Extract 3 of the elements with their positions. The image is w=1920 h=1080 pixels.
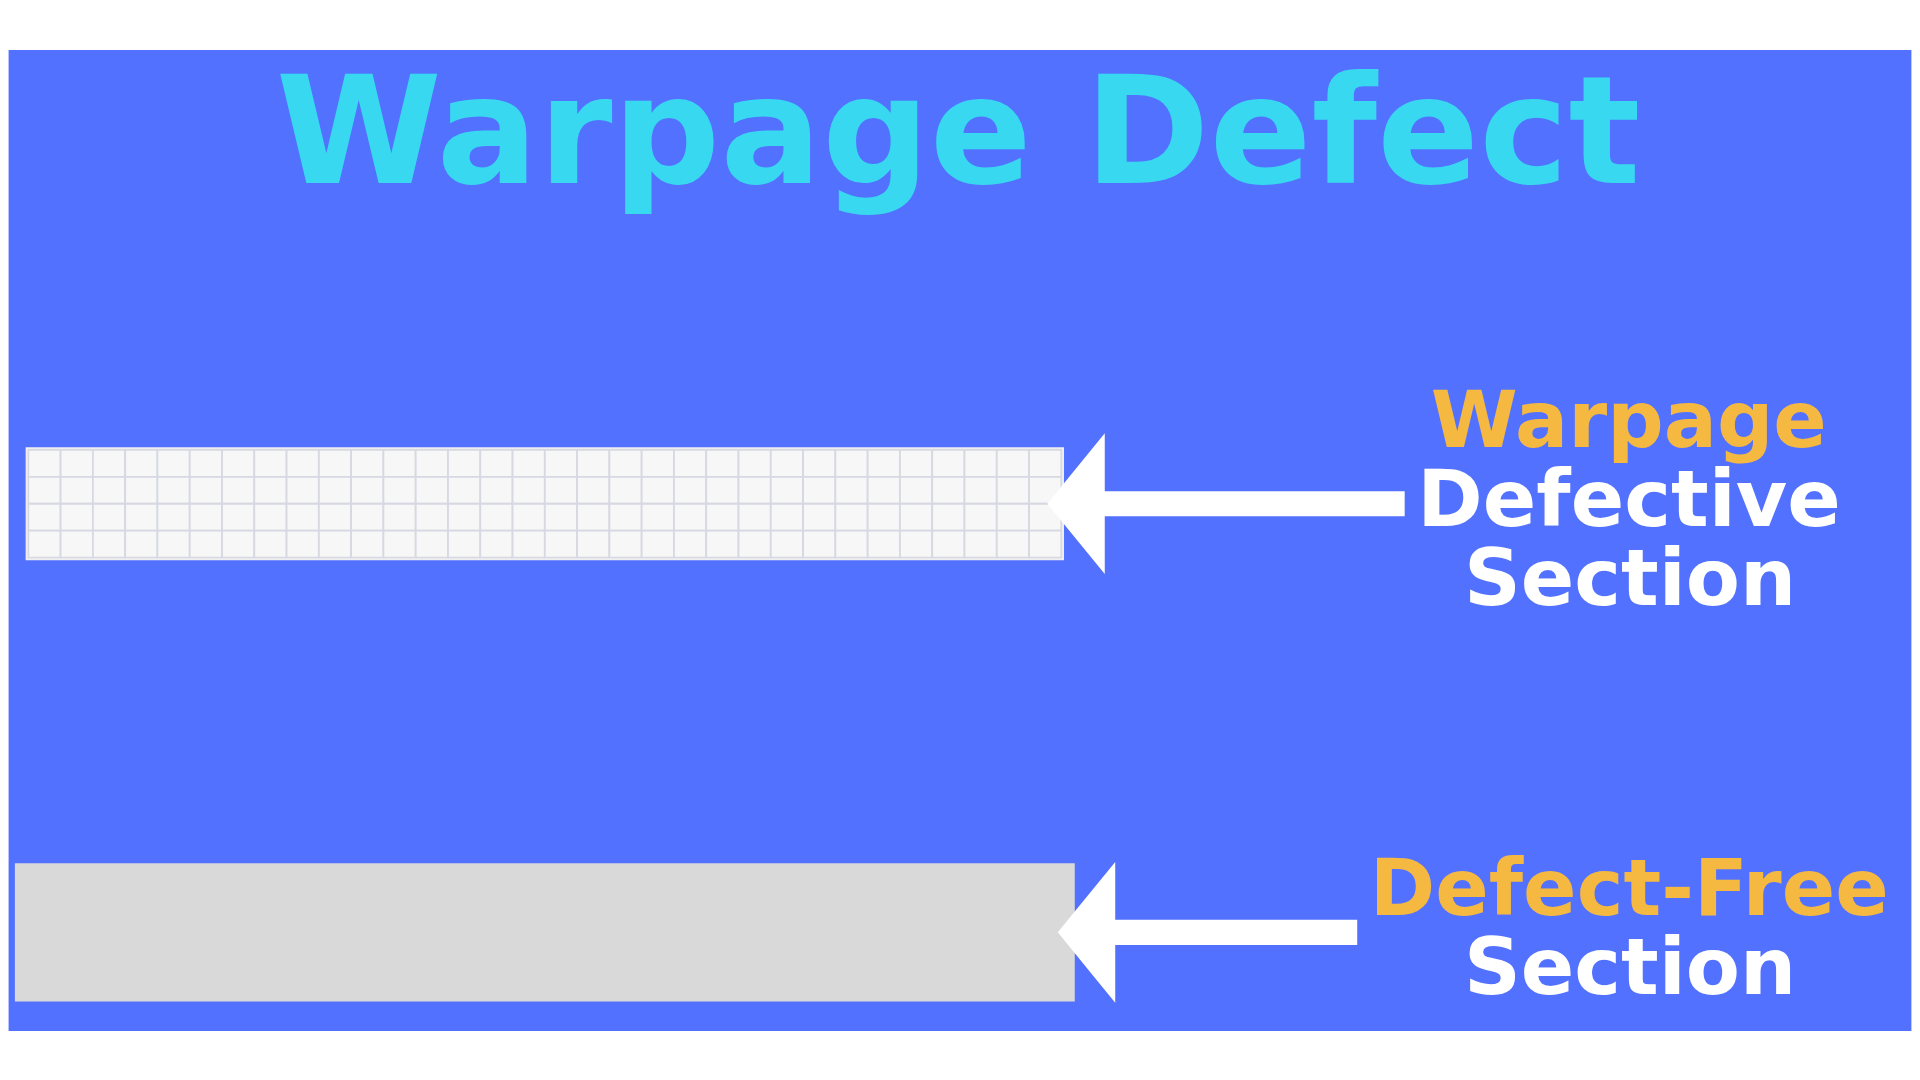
node-text: Warpage Defective Section — [1417, 373, 1841, 624]
diagram-title: Warpage Defect — [275, 42, 1641, 219]
node-text: Defect-Free Section — [1369, 841, 1889, 1013]
